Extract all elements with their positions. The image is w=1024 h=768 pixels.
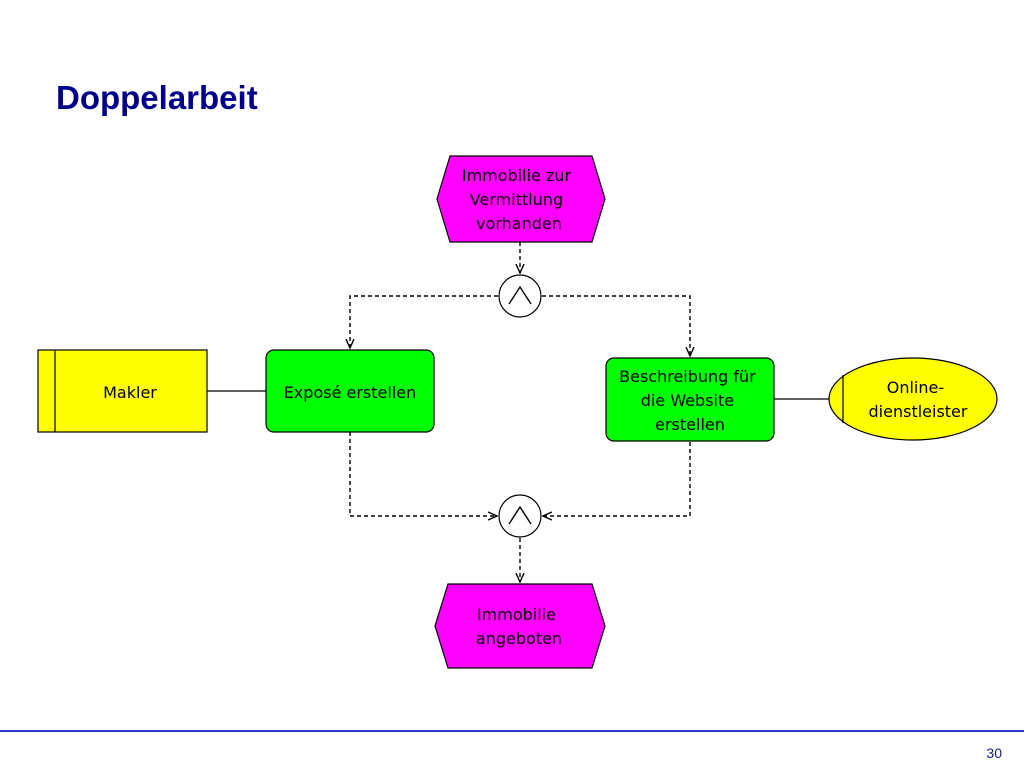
event-start-label: Immobilie zur Vermittlung vorhanden [462, 166, 576, 233]
flow-beschreibung-to-join [543, 442, 691, 516]
control-flow [350, 242, 690, 582]
page-number: 30 [986, 745, 1002, 761]
org-unit-makler-shape [37, 349, 208, 433]
and-connector-join [498, 494, 542, 538]
event-end: Immobilie angeboten [434, 583, 606, 669]
event-start-line-3: vorhanden [476, 214, 562, 233]
event-start: Immobilie zur Vermittlung vorhanden [436, 155, 606, 243]
function-expose-label: Exposé erstellen [284, 383, 417, 402]
and-symbol-icon [508, 285, 532, 305]
org-unit-onlinedienstleister-line-2: dienstleister [869, 402, 968, 421]
flow-split-to-beschreibung [542, 295, 690, 356]
org-unit-onlinedienstleister: Online- dienstleister [828, 357, 998, 441]
org-unit-makler: Makler [37, 349, 208, 433]
org-unit-onlinedienstleister-line-1: Online- [887, 378, 944, 397]
event-end-label: Immobilie angeboten [476, 605, 562, 648]
flow-split-to-expose [350, 295, 498, 348]
footer-divider [0, 730, 1024, 732]
function-expose-shape [265, 349, 435, 433]
function-beschreibung-line-1: Beschreibung für [619, 367, 756, 386]
org-unit-onlinedienstleister-label: Online- dienstleister [869, 378, 968, 421]
event-start-shape [436, 155, 606, 243]
event-start-line-1: Immobilie zur [462, 166, 572, 185]
and-connector-join-circle [498, 494, 542, 538]
function-beschreibung-line-3: erstellen [655, 415, 725, 434]
function-beschreibung-shape [605, 357, 775, 442]
event-start-line-2: Vermittlung [470, 190, 563, 209]
function-beschreibung-line-2: die Website [641, 391, 734, 410]
event-end-line-1: Immobilie [477, 605, 556, 624]
and-connector-split-circle [498, 274, 542, 318]
and-symbol-icon [508, 505, 532, 525]
event-end-shape [434, 583, 606, 669]
event-end-line-2: angeboten [476, 629, 562, 648]
org-unit-onlinedienstleister-shape [828, 357, 998, 441]
slide-title: Doppelarbeit [56, 79, 258, 116]
and-connector-split [498, 274, 542, 318]
function-expose-erstellen: Exposé erstellen [265, 349, 435, 433]
function-beschreibung-erstellen: Beschreibung für die Website erstellen [605, 357, 775, 442]
function-beschreibung-label: Beschreibung für die Website erstellen [619, 367, 761, 434]
flow-expose-to-join [349, 432, 497, 516]
org-unit-makler-label: Makler [103, 383, 157, 402]
